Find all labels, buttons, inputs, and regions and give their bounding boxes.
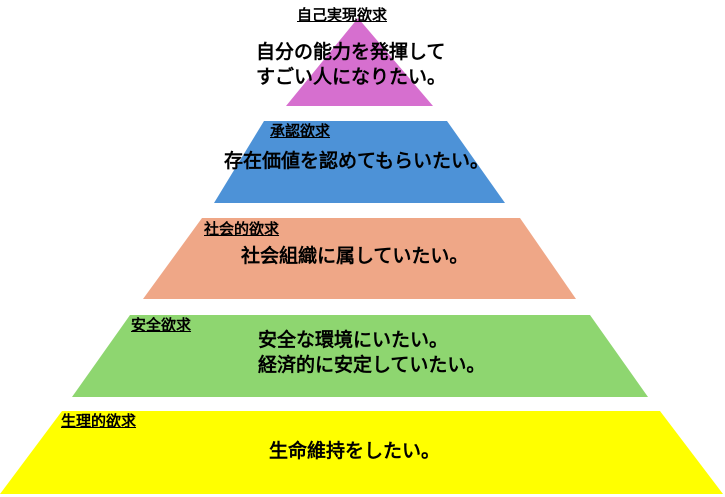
tier-desc-self-actualization: 自分の能力を発揮して すごい人になりたい。: [256, 40, 446, 90]
tier-shape-physiological: [0, 411, 723, 494]
tier-label-safety: 安全欲求: [131, 316, 192, 334]
tier-shape-social: [143, 218, 576, 299]
tier-desc-line: 存在価値を認めてもらいたい。: [224, 150, 490, 172]
tier-desc-physiological: 生命維持をしたい。: [269, 439, 440, 464]
tier-label-self-actualization: 自己実現欲求: [297, 6, 388, 24]
tier-shape-safety: [72, 315, 648, 397]
tier-desc-line: 社会組織に属していたい。: [241, 245, 469, 267]
tier-desc-line: 生命維持をしたい。: [269, 440, 441, 462]
tier-desc-social: 社会組織に属していたい。: [241, 244, 468, 269]
tier-label-social: 社会的欲求: [204, 220, 280, 238]
tier-shape-esteem: [214, 121, 505, 203]
tier-desc-esteem: 存在価値を認めてもらいたい。: [224, 149, 489, 174]
tier-desc-line: 安全な環境にいたい。: [258, 329, 449, 351]
tier-desc-line: 経済的に安定していたい。: [258, 354, 486, 376]
tier-desc-line: 自分の能力を発揮して: [256, 41, 446, 63]
tier-label-physiological: 生理的欲求: [61, 412, 137, 430]
tier-desc-safety: 安全な環境にいたい。 経済的に安定していたい。: [258, 328, 485, 378]
tier-desc-line: すごい人になりたい。: [256, 66, 447, 88]
tier-label-esteem: 承認欲求: [270, 122, 331, 140]
tier-shape-self-actualization: [286, 18, 433, 106]
